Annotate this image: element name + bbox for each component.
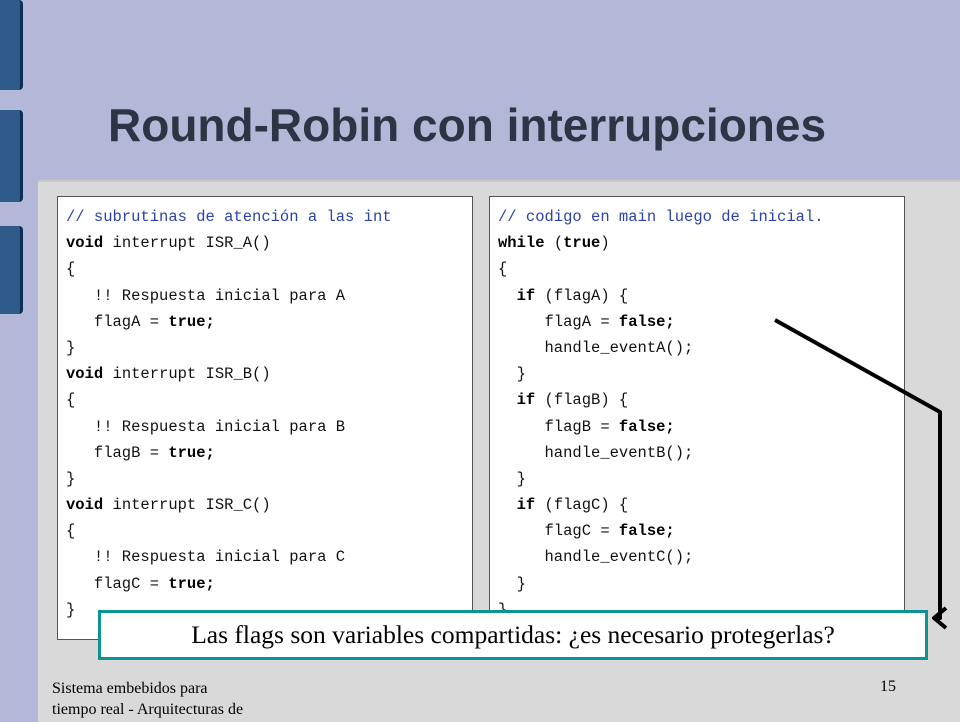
code-token: flagA = bbox=[66, 312, 169, 331]
slide-title: Round-Robin con interrupciones bbox=[108, 99, 827, 151]
code-token: } bbox=[498, 469, 526, 488]
right-code-block: // codigo en main luego de inicial. while… bbox=[489, 196, 905, 640]
code-token: false; bbox=[618, 312, 675, 331]
code-line: { bbox=[498, 256, 824, 282]
code-token: ( bbox=[544, 234, 564, 253]
code-line: if (flagA) { bbox=[498, 283, 824, 309]
code-line: flagA = true; bbox=[66, 309, 392, 335]
code-line: flagC = false; bbox=[498, 518, 824, 544]
code-token: true; bbox=[168, 574, 215, 593]
code-line: while (true) bbox=[498, 230, 824, 256]
code-line: if (flagB) { bbox=[498, 387, 824, 413]
code-token: // codigo en main luego de inicial. bbox=[498, 208, 824, 226]
left-code-block: // subrutinas de atención a las int void … bbox=[57, 196, 473, 640]
code-line: flagA = false; bbox=[498, 309, 824, 335]
code-line: flagB = true; bbox=[66, 440, 392, 466]
code-token: handle_eventB(); bbox=[498, 443, 694, 462]
code-line: void interrupt ISR_B() bbox=[66, 361, 392, 387]
code-token: flagA = bbox=[498, 312, 619, 331]
code-token: flagC = bbox=[66, 574, 169, 593]
code-line: handle_eventA(); bbox=[498, 335, 824, 361]
callout-question: Las flags son variables compartidas: ¿es… bbox=[98, 610, 928, 660]
code-token: { bbox=[66, 391, 76, 410]
code-token: } bbox=[66, 469, 76, 488]
code-line: flagC = true; bbox=[66, 571, 392, 597]
code-token: flagC = bbox=[498, 522, 619, 541]
right-code-lines: // codigo en main luego de inicial. while… bbox=[498, 204, 824, 623]
code-line: !! Respuesta inicial para C bbox=[66, 544, 392, 570]
code-token: !! Respuesta inicial para A bbox=[66, 286, 346, 305]
code-token: flagB = bbox=[498, 417, 619, 436]
code-line: } bbox=[498, 571, 824, 597]
code-token: void bbox=[66, 234, 104, 253]
code-token: if bbox=[516, 286, 536, 305]
footer-line-1: Sistema embebidos para bbox=[52, 680, 208, 697]
code-line: flagB = false; bbox=[498, 414, 824, 440]
code-line: !! Respuesta inicial para A bbox=[66, 283, 392, 309]
code-line: void interrupt ISR_A() bbox=[66, 230, 392, 256]
code-token: (flagA) { bbox=[535, 286, 629, 305]
code-token: { bbox=[66, 260, 76, 279]
code-line: if (flagC) { bbox=[498, 492, 824, 518]
footer-line-2: tiempo real - Arquitecturas de bbox=[52, 701, 244, 718]
code-token: { bbox=[498, 260, 508, 279]
code-line: { bbox=[66, 256, 392, 282]
code-token: if bbox=[516, 391, 536, 410]
code-token: ) bbox=[600, 234, 610, 253]
code-token: { bbox=[66, 522, 76, 541]
code-token: true bbox=[563, 234, 601, 253]
code-line: { bbox=[66, 387, 392, 413]
code-token: !! Respuesta inicial para B bbox=[66, 417, 346, 436]
side-tab-3 bbox=[0, 226, 23, 314]
code-token: } bbox=[498, 601, 507, 619]
code-token: // subrutinas de atención a las int bbox=[66, 208, 392, 226]
footer-text: Sistema embebidos para tiempo real - Arqu… bbox=[52, 678, 243, 720]
code-token: } bbox=[66, 600, 76, 619]
code-line: !! Respuesta inicial para B bbox=[66, 414, 392, 440]
code-token: void bbox=[66, 496, 104, 515]
code-line: } bbox=[498, 597, 824, 623]
code-token: false; bbox=[618, 417, 675, 436]
code-token: !! Respuesta inicial para C bbox=[66, 548, 346, 567]
code-token: while bbox=[498, 234, 545, 253]
code-line: void interrupt ISR_C() bbox=[66, 492, 392, 518]
code-line: } bbox=[66, 466, 392, 492]
code-line: handle_eventC(); bbox=[498, 544, 824, 570]
code-token: (flagC) { bbox=[535, 496, 629, 515]
code-token: if bbox=[516, 496, 536, 515]
code-line: handle_eventB(); bbox=[498, 440, 824, 466]
code-token: handle_eventC(); bbox=[498, 548, 694, 567]
code-line: { bbox=[66, 518, 392, 544]
left-code-lines: // subrutinas de atención a las int void … bbox=[66, 204, 392, 623]
code-token: true; bbox=[168, 443, 215, 462]
code-token: flagB = bbox=[66, 443, 169, 462]
side-tab-1 bbox=[0, 0, 23, 90]
code-token: } bbox=[498, 574, 526, 593]
code-token: } bbox=[498, 365, 526, 384]
code-line: } bbox=[66, 335, 392, 361]
side-tab-2 bbox=[0, 110, 23, 202]
code-line: } bbox=[498, 466, 824, 492]
code-token: (flagB) { bbox=[535, 391, 629, 410]
code-token: } bbox=[66, 338, 76, 357]
code-token: true; bbox=[168, 312, 215, 331]
code-line: // codigo en main luego de inicial. bbox=[498, 204, 824, 230]
code-token: interrupt ISR_B() bbox=[103, 365, 271, 384]
code-token: interrupt ISR_C() bbox=[103, 496, 271, 515]
code-token: false; bbox=[618, 522, 675, 541]
code-token: void bbox=[66, 365, 104, 384]
code-line: } bbox=[66, 597, 392, 623]
code-line: } bbox=[498, 361, 824, 387]
code-line: // subrutinas de atención a las int bbox=[66, 204, 392, 230]
page-number: 15 bbox=[880, 678, 896, 695]
code-token: interrupt ISR_A() bbox=[103, 234, 271, 253]
code-token: handle_eventA(); bbox=[498, 338, 694, 357]
